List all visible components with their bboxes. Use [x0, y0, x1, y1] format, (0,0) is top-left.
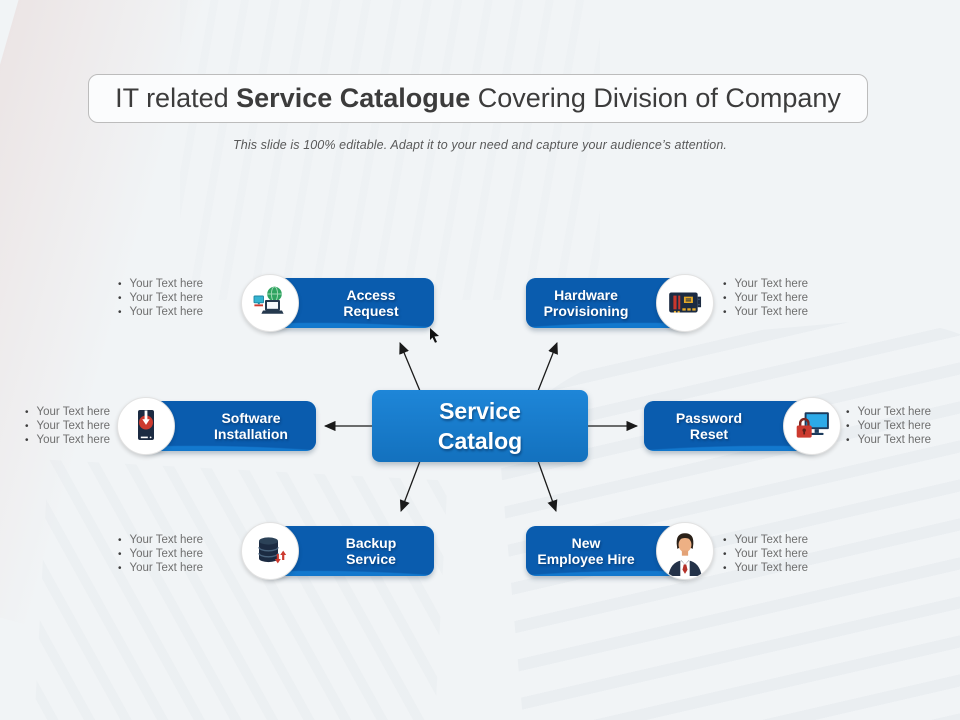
circuit-board-icon — [669, 292, 702, 313]
arrow-to-new-employee-hire — [537, 460, 558, 512]
background-building-bottom-left — [32, 459, 448, 720]
backup-service-bullets[interactable]: •Your Text here •Your Text here •Your Te… — [118, 533, 228, 575]
bullet-item: •Your Text here — [723, 534, 809, 546]
access-request-icon-circle[interactable] — [241, 274, 299, 332]
bullet-item: •Your Text here — [118, 292, 204, 304]
bullet-item: •Your Text here — [118, 534, 204, 546]
bullet-item: •Your Text here — [846, 420, 932, 432]
backup-service-icon-circle[interactable] — [241, 522, 299, 580]
banner-label-line2: Provisioning — [543, 303, 629, 319]
new-employee-hire-bullets[interactable]: •Your Text here •Your Text here •Your Te… — [723, 533, 833, 575]
password-reset-icon-circle[interactable] — [783, 397, 841, 455]
banner-label-line2: Request — [343, 303, 399, 319]
banner-label-line2: Installation — [214, 426, 288, 442]
hardware-provisioning-bullets[interactable]: •Your Text here •Your Text here •Your Te… — [723, 277, 833, 319]
center-label-line1: Service — [439, 398, 521, 424]
bullet-item: •Your Text here — [25, 406, 111, 418]
slide-title-box[interactable]: IT related Service Catalogue Covering Di… — [88, 74, 868, 123]
bullet-item: •Your Text here — [846, 406, 932, 418]
banner-label-line1: Software — [221, 409, 281, 426]
bullet-item: •Your Text here — [723, 548, 809, 560]
bullet-item: •Your Text here — [846, 434, 932, 446]
bullet-item: •Your Text here — [25, 420, 111, 432]
password-reset-bullets[interactable]: •Your Text here •Your Text here •Your Te… — [846, 405, 956, 447]
new-employee-hire-icon-circle[interactable] — [656, 522, 714, 580]
bullet-item: •Your Text here — [118, 306, 204, 318]
banner-label-line2: Service — [346, 551, 396, 567]
banner-label-line1: Backup — [345, 534, 397, 551]
hardware-provisioning-icon-circle[interactable] — [656, 274, 714, 332]
title-highlight: Service Catalogue — [236, 83, 471, 113]
bullet-item: •Your Text here — [118, 562, 204, 574]
arrow-to-access-request — [399, 342, 421, 392]
bullet-item: •Your Text here — [25, 434, 111, 446]
lock-monitor-icon — [796, 412, 829, 438]
mouse-cursor-icon — [430, 328, 439, 343]
bullet-item: •Your Text here — [723, 292, 809, 304]
center-label-line2: Catalog — [437, 428, 523, 454]
bullet-item: •Your Text here — [723, 278, 809, 290]
bullet-item: •Your Text here — [118, 278, 204, 290]
arrow-to-hardware-provisioning — [537, 342, 558, 392]
background-building-right — [490, 308, 960, 720]
title-prefix: IT related — [115, 83, 229, 113]
laptop-globe-icon — [253, 286, 284, 314]
access-request-bullets[interactable]: •Your Text here •Your Text here •Your Te… — [118, 277, 228, 319]
banner-label-line2: Reset — [689, 426, 729, 442]
software-installation-icon-circle[interactable] — [117, 397, 175, 455]
bullet-item: •Your Text here — [118, 548, 204, 560]
banner-label-line1: Hardware — [554, 286, 618, 303]
bullet-item: •Your Text here — [723, 562, 809, 574]
banner-label-line1: Access — [346, 286, 396, 303]
database-sync-icon — [258, 537, 287, 564]
title-suffix: Covering Division of Company — [477, 83, 841, 113]
software-installation-bullets[interactable]: •Your Text here •Your Text here •Your Te… — [25, 405, 135, 447]
banner-label-line1: Password — [675, 409, 743, 426]
banner-label-line1: New — [571, 534, 601, 551]
arrow-to-backup-service — [399, 460, 421, 512]
bullet-item: •Your Text here — [723, 306, 809, 318]
service-catalog-center-box[interactable]: Service Catalog — [372, 390, 588, 462]
download-phone-icon — [138, 410, 154, 440]
businessman-icon — [668, 533, 702, 576]
backup-service-banner[interactable]: Backup Service — [262, 526, 434, 576]
slide-subtitle: This slide is 100% editable. Adapt it to… — [233, 138, 727, 152]
banner-label-line2: Employee Hire — [537, 551, 635, 567]
